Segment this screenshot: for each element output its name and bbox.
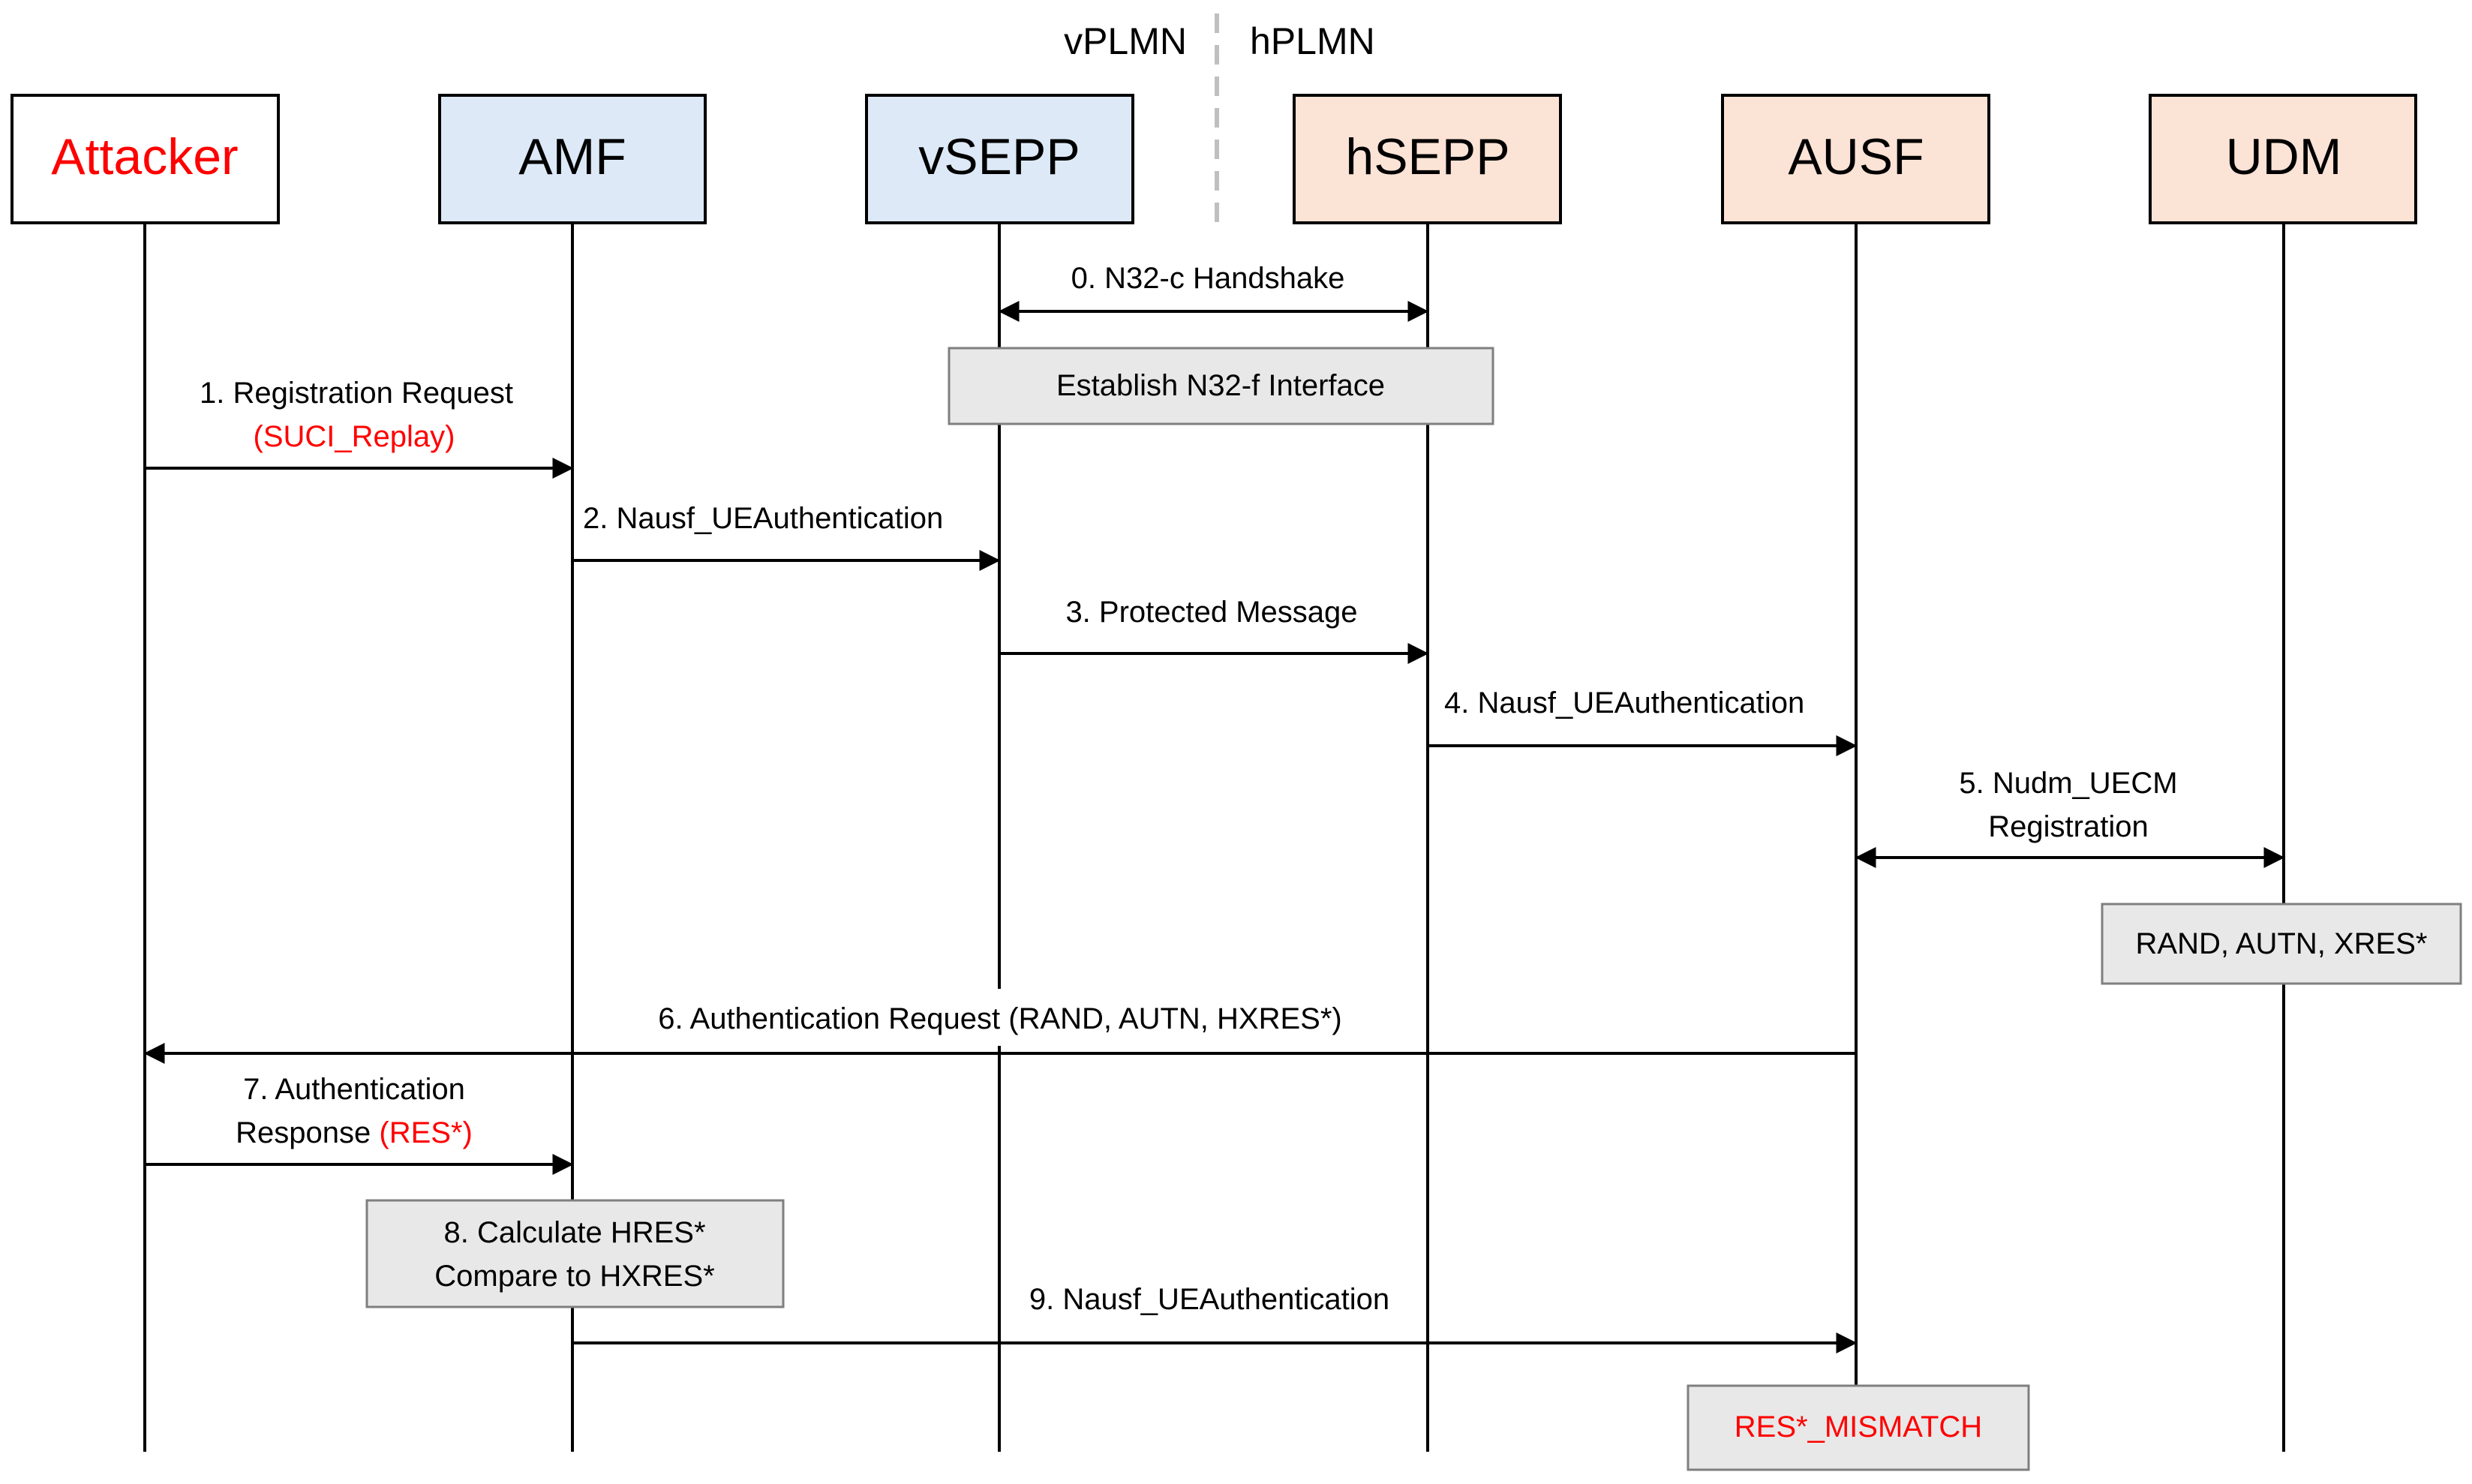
note-calculate-hres-line-2: Compare to HXRES*: [434, 1260, 714, 1293]
entity-ausf-label: AUSF: [1788, 128, 1924, 185]
entity-attacker: Attacker: [11, 94, 280, 224]
note-rand-autn-xres: RAND, AUTN, XRES*: [2101, 903, 2462, 985]
note-establish-n32f: Establish N32-f Interface: [948, 347, 1494, 425]
note-rand-autn-xres-text: RAND, AUTN, XRES*: [2136, 927, 2428, 960]
entity-attacker-label: Attacker: [51, 128, 238, 185]
message-6-label-text: 6. Authentication Request (RAND, AUTN, H…: [658, 1002, 1341, 1035]
message-5-label-line-1: 5. Nudm_UECM: [1959, 767, 2177, 800]
message-5-label-text-2: Registration: [1988, 810, 2148, 843]
entity-amf: AMF: [438, 94, 707, 224]
message-3-label: 3. Protected Message: [1065, 596, 1357, 629]
entity-udm-label: UDM: [2226, 128, 2342, 185]
message-7-label-text: 7. Authentication: [243, 1073, 465, 1106]
message-0-label-text: 0. N32-c Handshake: [1071, 262, 1345, 295]
message-4-label: 4. Nausf_UEAuthentication: [1444, 686, 1804, 719]
hplmn-label: hPLMN: [1250, 20, 1375, 62]
message-6-label-bg: [597, 989, 1404, 1046]
note-calculate-hres-box: [365, 1199, 785, 1308]
entity-ausf-box: [1721, 94, 1990, 224]
note-res-mismatch-text: RES*_MISMATCH: [1735, 1410, 1982, 1443]
message-2-label: 2. Nausf_UEAuthentication: [583, 502, 943, 535]
message-5-label-text: 5. Nudm_UECM: [1959, 767, 2177, 800]
message-7-label-text-2: Response: [236, 1116, 379, 1149]
message-arrows: [143, 301, 2285, 1353]
message-4-label-text: 4. Nausf_UEAuthentication: [1444, 686, 1804, 719]
note-res-mismatch: RES*_MISMATCH: [1687, 1384, 2030, 1471]
note-establish-n32f-box: [948, 347, 1494, 425]
entity-vsepp-label: vSEPP: [918, 128, 1080, 185]
message-1-label-line-2: (SUCI_Replay): [254, 420, 455, 453]
message-2-label-text: 2. Nausf_UEAuthentication: [583, 502, 943, 535]
entity-attacker-box: [11, 94, 280, 224]
message-9-label: 9. Nausf_UEAuthentication: [1029, 1283, 1389, 1316]
entity-hsepp-box: [1293, 94, 1562, 224]
entity-hsepp-label: hSEPP: [1345, 128, 1509, 185]
note-res-mismatch-box: [1687, 1384, 2030, 1471]
entity-amf-box: [438, 94, 707, 224]
entity-ausf: AUSF: [1721, 94, 1990, 224]
entity-vsepp-box: [865, 94, 1134, 224]
message-7-label-line-2: Response (RES*): [236, 1116, 473, 1149]
message-5-label-line-2: Registration: [1988, 810, 2148, 843]
entity-amf-label: AMF: [518, 128, 626, 185]
message-0-label: 0. N32-c Handshake: [1071, 262, 1345, 295]
message-9-label-text: 9. Nausf_UEAuthentication: [1029, 1283, 1389, 1316]
res-highlight: (RES*): [379, 1116, 472, 1149]
vplmn-label: vPLMN: [1064, 20, 1187, 62]
message-3-label-text: 3. Protected Message: [1065, 596, 1357, 629]
message-1-label-text: 1. Registration Request: [200, 377, 513, 410]
entity-vsepp: vSEPP: [865, 94, 1134, 224]
note-establish-n32f-text: Establish N32-f Interface: [1056, 369, 1385, 402]
suci-replay-highlight: (SUCI_Replay): [254, 420, 455, 453]
entity-udm: UDM: [2149, 94, 2417, 224]
message-7-label-line-1: 7. Authentication: [243, 1073, 465, 1106]
message-labels: 0. N32-c Handshake 1. Registration Reque…: [200, 262, 2178, 1316]
message-6-label: 6. Authentication Request (RAND, AUTN, H…: [658, 1002, 1341, 1035]
note-calculate-hres: 8. Calculate HRES* Compare to HXRES*: [365, 1199, 785, 1308]
note-rand-autn-xres-box: [2101, 903, 2462, 985]
message-1-label-line-1: 1. Registration Request: [200, 377, 513, 410]
entity-udm-box: [2149, 94, 2417, 224]
note-calculate-hres-line-1: 8. Calculate HRES*: [443, 1216, 705, 1249]
entity-hsepp: hSEPP: [1293, 94, 1562, 224]
